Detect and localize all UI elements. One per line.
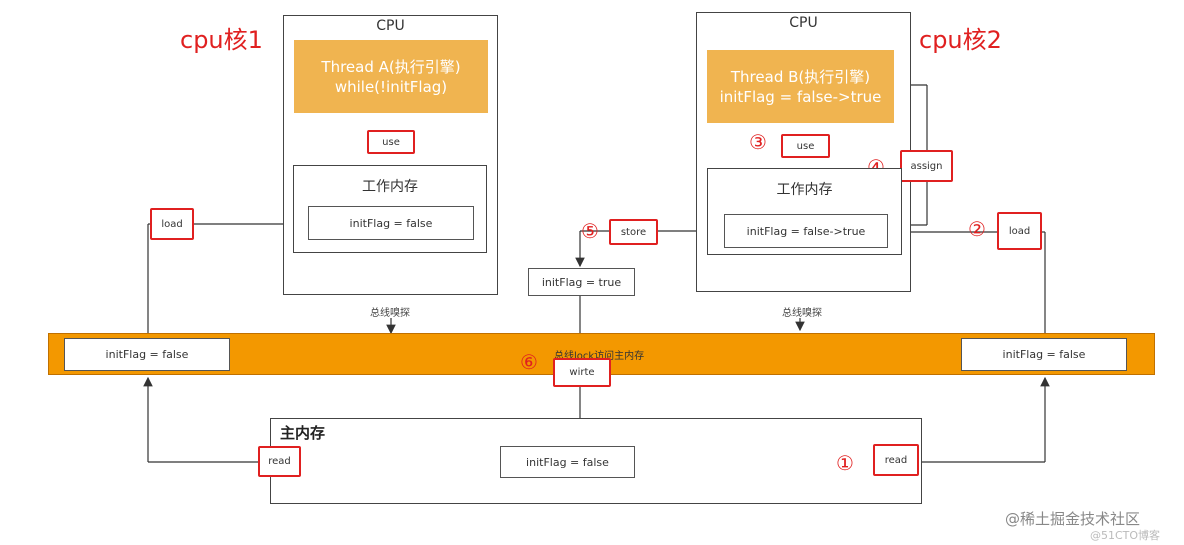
main-memory-value: initFlag = false xyxy=(500,446,635,478)
step-1-marker: ① xyxy=(836,451,854,475)
bus-sniff-right: 总线嗅探 xyxy=(782,308,822,319)
watermark-line2: @51CTO博客 xyxy=(1090,529,1161,542)
thread-b-box: Thread B(执行引擎) initFlag = false->true xyxy=(707,50,894,123)
cpu2-core-label: cpu核2 xyxy=(919,26,1002,54)
bus-sniff-left: 总线嗅探 xyxy=(370,308,410,319)
assign-op: assign xyxy=(900,150,953,182)
cpu1-var: initFlag = false xyxy=(308,206,474,240)
cpu2-title: CPU xyxy=(789,15,818,31)
thread-b-line2: initFlag = false->true xyxy=(719,87,882,106)
step-6-marker: ⑥ xyxy=(520,350,538,374)
thread-a-line1: Thread A(执行引擎) xyxy=(321,57,461,76)
cpu2-use-op: use xyxy=(781,134,830,158)
read-right-op: read xyxy=(873,444,919,476)
cpu1-core-label: cpu核1 xyxy=(180,26,263,54)
cpu1-use-op: use xyxy=(367,130,415,154)
main-memory-title: 主内存 xyxy=(280,424,326,442)
bus-label: 总线lock访问主内存 xyxy=(554,351,645,362)
load-left-op: load xyxy=(150,208,194,240)
thread-a-line2: while(!initFlag) xyxy=(334,77,448,96)
step-3-marker: ③ xyxy=(749,130,767,154)
write-op: wirte xyxy=(553,358,611,387)
watermark-line1: @稀土掘金技术社区 xyxy=(1005,510,1141,528)
bus-left-value: initFlag = false xyxy=(64,338,230,371)
read-left-op: read xyxy=(258,446,301,477)
thread-a-box: Thread A(执行引擎) while(!initFlag) xyxy=(294,40,488,113)
store-value: initFlag = true xyxy=(528,268,635,296)
cpu2-var: initFlag = false->true xyxy=(724,214,888,248)
cpu2-working-memory-title: 工作内存 xyxy=(776,182,833,198)
step-2-marker: ② xyxy=(968,217,986,241)
load-right-op: load xyxy=(997,212,1042,250)
cpu1-working-memory-title: 工作内存 xyxy=(362,179,418,195)
bus-right-value: initFlag = false xyxy=(961,338,1127,371)
store-op: store xyxy=(609,219,658,245)
step-5-marker: ⑤ xyxy=(581,219,599,243)
thread-b-line1: Thread B(执行引擎) xyxy=(730,67,871,86)
cpu1-title: CPU xyxy=(376,18,405,34)
